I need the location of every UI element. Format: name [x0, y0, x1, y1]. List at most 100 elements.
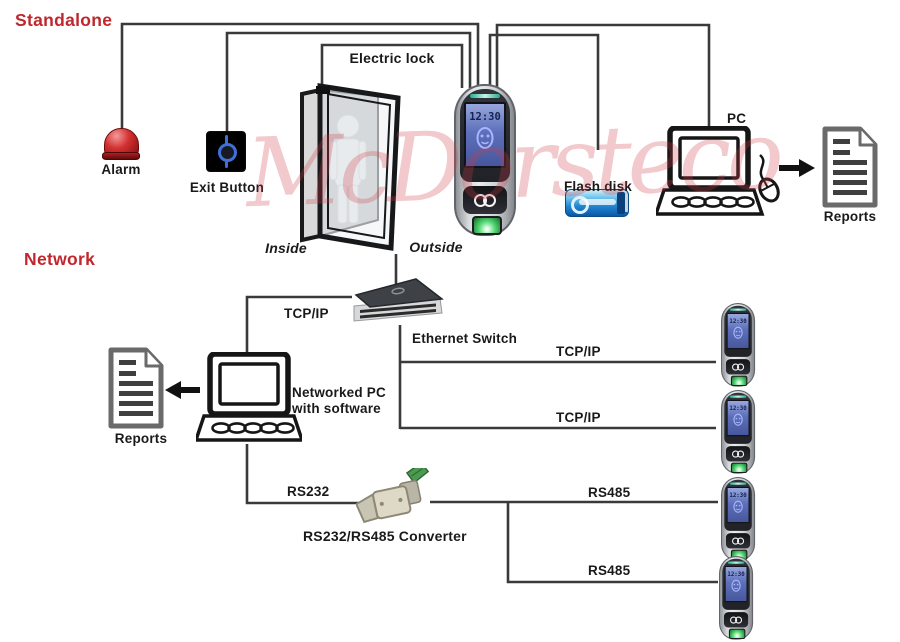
access-control-device: 12:30 [454, 84, 516, 236]
camera-lens-right [483, 193, 496, 207]
wire-pc-to-converter [245, 444, 364, 505]
device-bezel: 12:30 [722, 558, 750, 610]
tcpip-line1-label: TCP/IP [556, 344, 601, 359]
device-led [729, 395, 747, 398]
wire-device-to-pc [495, 23, 711, 133]
fingerprint-glow [732, 550, 747, 559]
fingerprint-sensor [730, 462, 748, 474]
tcpip-switch-label: TCP/IP [284, 306, 329, 321]
converter-icon [356, 468, 430, 524]
dual-camera-panel [463, 186, 507, 214]
mini-device-3: 12:30 [721, 477, 757, 561]
camera-lens-right [736, 363, 745, 371]
wire-switch-to-networked-pc [245, 295, 352, 356]
device-clock: 12:30 [727, 570, 745, 578]
reports-label-network: Reports [114, 431, 168, 446]
inside-label: Inside [265, 240, 307, 256]
reports-icon-standalone [822, 126, 878, 208]
flash-disk-icon [565, 189, 629, 217]
fingerprint-glow [732, 463, 747, 472]
arrow-right-icon [779, 159, 815, 177]
rs485-line1-label: RS485 [588, 485, 631, 500]
fingerprint-sensor [730, 375, 748, 387]
door-lock [316, 86, 330, 94]
fingerprint-sensor [728, 628, 746, 640]
device-bezel: 12:30 [724, 305, 752, 357]
flash-disk-tip [625, 194, 628, 212]
converter-label: RS232/RS485 Converter [303, 528, 467, 544]
ethernet-switch-label: Ethernet Switch [412, 331, 518, 346]
camera-lens-right [734, 616, 743, 624]
outside-label: Outside [409, 239, 463, 255]
electric-lock-label: Electric lock [349, 50, 435, 66]
face-icon [733, 326, 743, 339]
device-clock: 12:30 [729, 317, 747, 325]
camera-lens-right [736, 537, 745, 545]
mini-device-4: 12:30 [719, 556, 755, 640]
wire-device-to-flashdisk [488, 33, 600, 150]
networked-pc-label: Networked PC [292, 385, 386, 400]
fingerprint-sensor [730, 549, 748, 561]
ethernet-switch-icon [353, 278, 444, 322]
face-icon [476, 127, 494, 149]
networked-pc-icon [196, 352, 302, 444]
device-led [729, 308, 747, 311]
dual-camera-panel [725, 446, 751, 462]
mini-device-1: 12:30 [721, 303, 757, 387]
reports-label-standalone: Reports [823, 209, 877, 224]
exit-button-icon [206, 131, 246, 172]
access-control-device: 12:30 [719, 556, 754, 640]
tcpip-line2-label: TCP/IP [556, 410, 601, 425]
face-icon [733, 500, 743, 513]
camera-lens-right [736, 450, 745, 458]
mini-device-2: 12:30 [721, 390, 757, 474]
device-bezel: 12:30 [460, 89, 510, 182]
device-led [729, 482, 747, 485]
dual-camera-panel [725, 533, 751, 549]
fingerprint-glow [474, 218, 500, 233]
alarm-icon [102, 128, 140, 162]
face-icon [733, 413, 743, 426]
device-clock: 12:30 [729, 491, 747, 499]
alarm-label: Alarm [101, 162, 141, 177]
access-control-device: 12:30 [721, 390, 756, 474]
wire-rs485-line2 [506, 502, 718, 584]
fingerprint-sensor [472, 216, 502, 235]
device-clock: 12:30 [469, 111, 501, 123]
device-clock: 12:30 [729, 404, 747, 412]
rs232-label: RS232 [287, 484, 330, 499]
device-screen: 12:30 [724, 565, 748, 603]
flash-disk-cap [617, 192, 625, 214]
device-bezel: 12:30 [724, 479, 752, 531]
device-screen: 12:30 [464, 102, 506, 168]
access-control-device: 12:30 [721, 303, 756, 387]
main-access-device: 12:30 [454, 84, 516, 236]
pc-icon [656, 126, 782, 218]
mouse-icon [758, 177, 780, 203]
face-icon [731, 579, 741, 592]
reports-icon-network [108, 347, 164, 429]
flash-disk-ring [571, 196, 589, 214]
wire-exit-to-device [225, 31, 472, 134]
network-heading: Network [24, 249, 96, 269]
flash-disk-label: Flash disk [563, 179, 633, 194]
pc-label: PC [727, 111, 747, 126]
networked-pc-sublabel: with software [292, 401, 381, 416]
dual-camera-panel [723, 612, 749, 628]
device-screen: 12:30 [726, 312, 750, 350]
dual-camera-panel [725, 359, 751, 375]
wire-alarm-to-device [120, 22, 480, 130]
flash-disk-stripe [579, 199, 616, 205]
alarm-dome [103, 128, 139, 155]
device-led [727, 561, 745, 564]
fingerprint-glow [732, 376, 747, 385]
door-icon [300, 83, 401, 251]
rs485-line2-label: RS485 [588, 563, 631, 578]
device-bezel: 12:30 [724, 392, 752, 444]
access-control-device: 12:30 [721, 477, 756, 561]
arrow-left-icon [165, 381, 200, 399]
wire-electric-lock-box [320, 43, 464, 92]
standalone-heading: Standalone [15, 10, 113, 30]
